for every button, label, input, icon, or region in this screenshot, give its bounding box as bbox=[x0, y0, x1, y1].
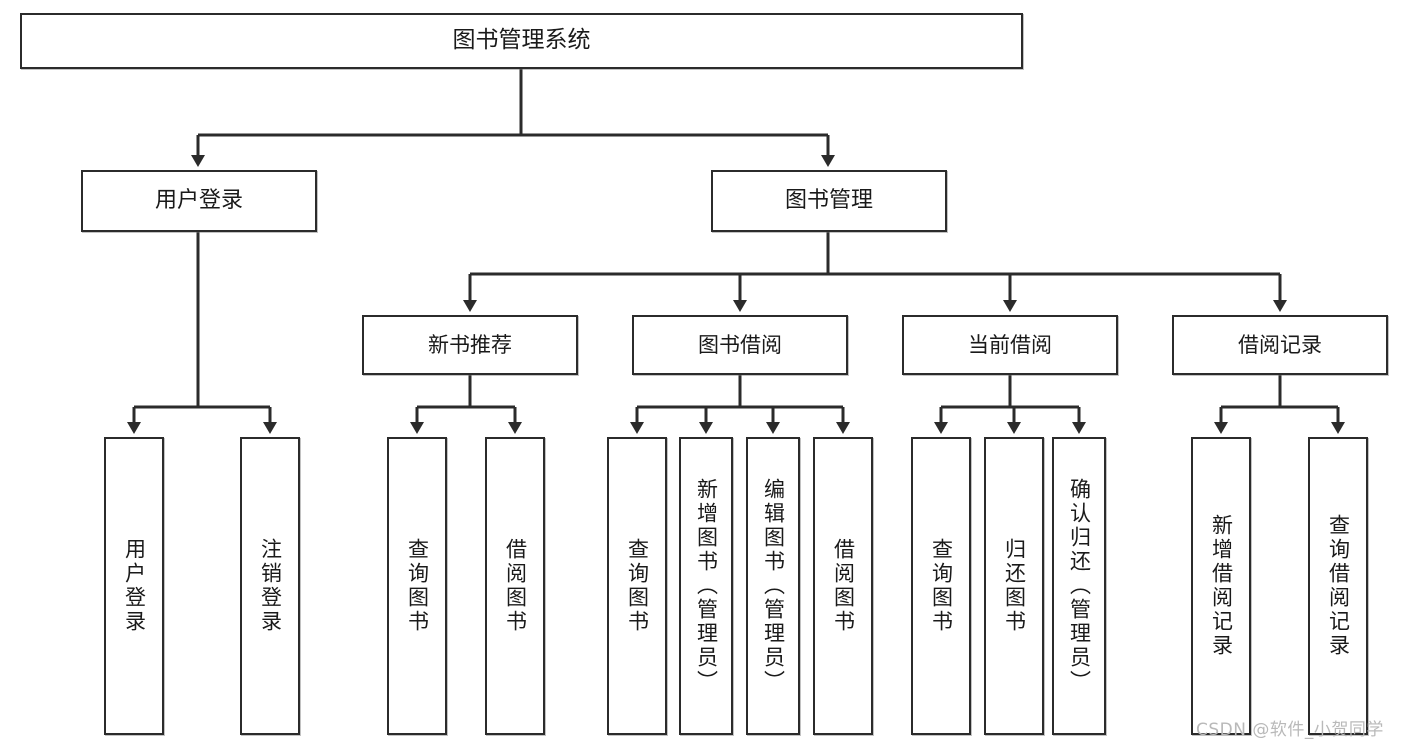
node-new-book-recommend[interactable]: 新书推荐 bbox=[362, 315, 578, 375]
node-book-manage-label: 图书管理 bbox=[784, 188, 873, 214]
node-user-login[interactable]: 用户登录 bbox=[81, 170, 317, 232]
node-leaf-borrow-book-1-label: 借阅图书 bbox=[503, 538, 528, 634]
node-root[interactable]: 图书管理系统 bbox=[20, 13, 1023, 69]
node-leaf-confirm-return-admin[interactable]: 确认归还（管理员） bbox=[1052, 437, 1106, 735]
node-leaf-confirm-return-admin-label: 确认归还（管理员） bbox=[1067, 478, 1092, 694]
node-leaf-query-book-1[interactable]: 查询图书 bbox=[387, 437, 447, 735]
node-leaf-borrow-book-2[interactable]: 借阅图书 bbox=[813, 437, 873, 735]
node-leaf-add-book-admin-label: 新增图书（管理员） bbox=[694, 478, 719, 694]
node-leaf-query-book-2[interactable]: 查询图书 bbox=[607, 437, 667, 735]
node-leaf-borrow-book-2-label: 借阅图书 bbox=[831, 538, 856, 634]
node-leaf-query-book-3-label: 查询图书 bbox=[929, 538, 954, 634]
node-leaf-query-book-3[interactable]: 查询图书 bbox=[911, 437, 971, 735]
node-leaf-query-borrow-record[interactable]: 查询借阅记录 bbox=[1308, 437, 1368, 735]
node-book-manage[interactable]: 图书管理 bbox=[711, 170, 947, 232]
node-leaf-borrow-book-1[interactable]: 借阅图书 bbox=[485, 437, 545, 735]
node-leaf-edit-book-admin-label: 编辑图书（管理员） bbox=[761, 478, 786, 694]
node-new-book-recommend-label: 新书推荐 bbox=[428, 332, 512, 357]
node-book-borrow-label: 图书借阅 bbox=[698, 332, 782, 357]
csdn-watermark: CSDN @软件_小贺同学 bbox=[1196, 720, 1384, 740]
node-leaf-add-borrow-record[interactable]: 新增借阅记录 bbox=[1191, 437, 1251, 735]
node-leaf-query-book-2-label: 查询图书 bbox=[625, 538, 650, 634]
node-user-login-label: 用户登录 bbox=[154, 188, 243, 214]
node-current-borrow-label: 当前借阅 bbox=[968, 332, 1052, 357]
node-leaf-query-borrow-record-label: 查询借阅记录 bbox=[1326, 514, 1351, 658]
node-borrow-record-label: 借阅记录 bbox=[1238, 332, 1322, 357]
node-leaf-query-book-1-label: 查询图书 bbox=[405, 538, 430, 634]
node-leaf-add-book-admin[interactable]: 新增图书（管理员） bbox=[679, 437, 733, 735]
node-borrow-record[interactable]: 借阅记录 bbox=[1172, 315, 1388, 375]
node-leaf-edit-book-admin[interactable]: 编辑图书（管理员） bbox=[746, 437, 800, 735]
node-book-borrow[interactable]: 图书借阅 bbox=[632, 315, 848, 375]
node-leaf-return-book[interactable]: 归还图书 bbox=[984, 437, 1044, 735]
node-root-label: 图书管理系统 bbox=[452, 27, 591, 54]
node-leaf-return-book-label: 归还图书 bbox=[1002, 538, 1027, 634]
node-leaf-user-login[interactable]: 用户登录 bbox=[104, 437, 164, 735]
node-leaf-user-login-label: 用户登录 bbox=[122, 538, 147, 634]
node-leaf-logout-login[interactable]: 注销登录 bbox=[240, 437, 300, 735]
node-leaf-logout-login-label: 注销登录 bbox=[258, 538, 283, 634]
node-leaf-add-borrow-record-label: 新增借阅记录 bbox=[1209, 514, 1234, 658]
node-current-borrow[interactable]: 当前借阅 bbox=[902, 315, 1118, 375]
